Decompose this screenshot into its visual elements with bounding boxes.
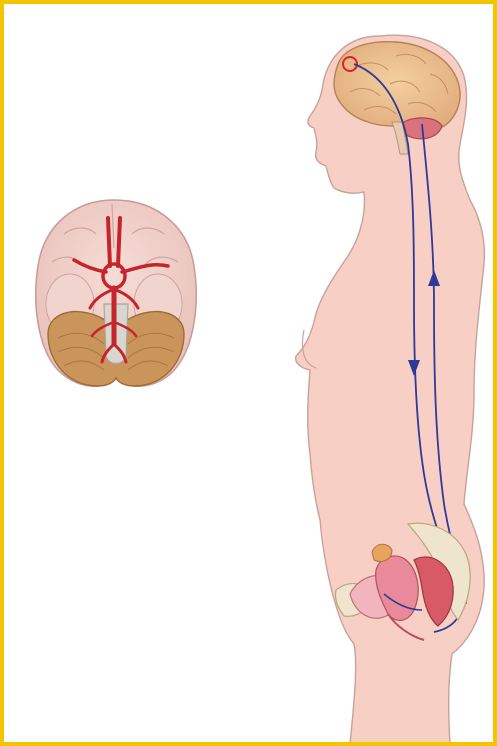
brain-inferior-view	[36, 200, 197, 386]
anterior-cerebral-artery-right	[118, 218, 120, 266]
body-silhouette	[296, 35, 485, 744]
anterior-cerebral-artery-left	[108, 218, 110, 266]
female-body-sagittal	[296, 35, 485, 744]
anatomy-illustration	[4, 4, 497, 746]
